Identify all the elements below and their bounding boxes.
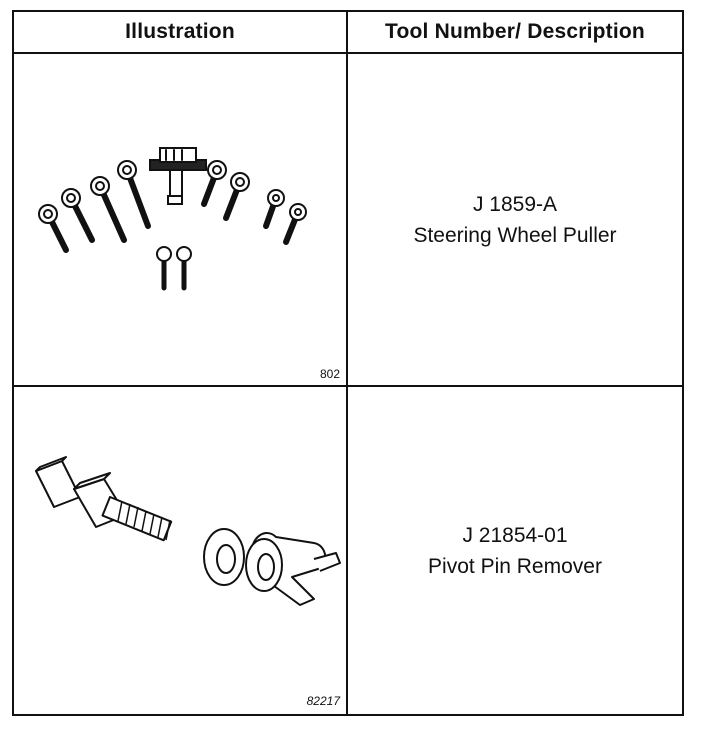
tool-description: Steering Wheel Puller — [413, 223, 617, 247]
header-illustration: Illustration — [125, 20, 235, 43]
figure-number: 802 — [319, 367, 340, 381]
tool-number: J 1859-A — [472, 192, 558, 216]
description-cell-row-2: J 21854-01 Pivot Pin Remover — [348, 387, 682, 714]
row-divider — [14, 385, 682, 387]
illustration-cell-row-1: 802 — [14, 54, 346, 385]
steering-wheel-puller-icon — [38, 147, 307, 291]
header-tool-description: Tool Number/ Description — [385, 20, 645, 43]
tool-number: J 21854-01 — [462, 523, 568, 547]
tool-description: Pivot Pin Remover — [428, 554, 602, 578]
tool-table: Illustration Tool Number/ Description — [12, 10, 684, 716]
illustration-cell-row-2: 82217 — [14, 387, 346, 714]
figure-number: 82217 — [306, 694, 340, 708]
pivot-pin-remover-icon — [35, 456, 341, 606]
header-divider — [14, 52, 682, 54]
column-divider — [346, 12, 348, 714]
description-cell-row-1: J 1859-A Steering Wheel Puller — [348, 54, 682, 385]
